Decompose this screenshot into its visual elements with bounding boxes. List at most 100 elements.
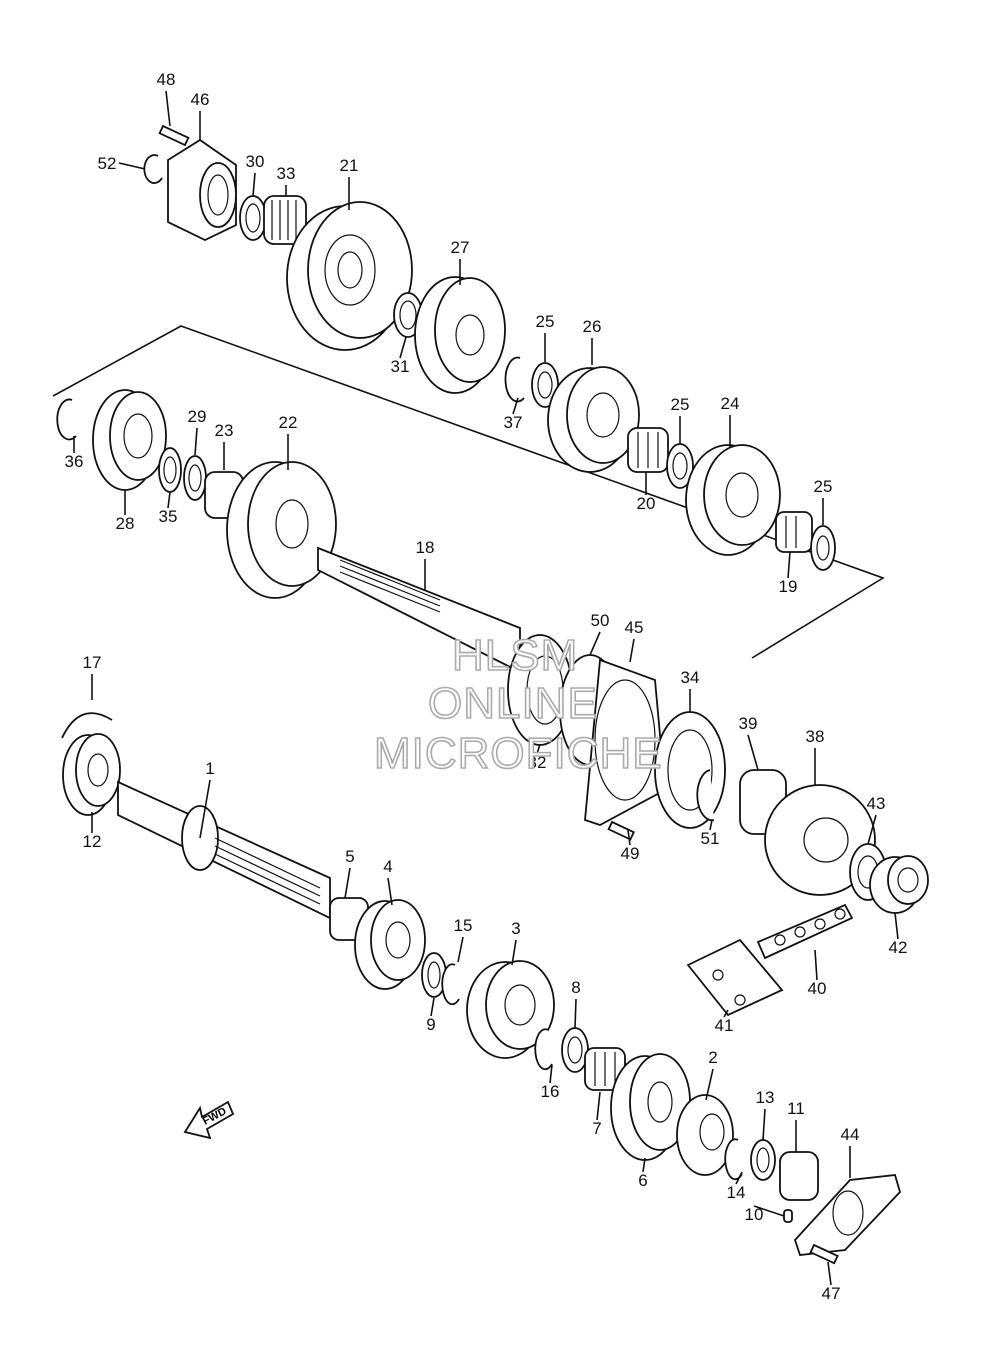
part-47-bolt[interactable] bbox=[809, 1243, 839, 1265]
part-14-circlip[interactable] bbox=[724, 1138, 743, 1181]
leader-47 bbox=[827, 1261, 832, 1286]
part-19-needle-bearing[interactable] bbox=[775, 511, 813, 553]
callout-10: 10 bbox=[745, 1205, 764, 1224]
callout-14: 14 bbox=[727, 1183, 746, 1202]
callout-34: 34 bbox=[681, 668, 700, 687]
callout-leader-lines bbox=[73, 90, 899, 1286]
callout-33: 33 bbox=[277, 164, 296, 183]
callout-1: 1 bbox=[205, 759, 214, 778]
part-1-driveshaft[interactable] bbox=[117, 780, 331, 920]
part-35-washer[interactable] bbox=[158, 447, 182, 493]
part-38-sprocket[interactable] bbox=[764, 784, 876, 896]
part-30-washer[interactable] bbox=[239, 195, 267, 241]
leader-43 bbox=[867, 814, 877, 845]
callout-19: 19 bbox=[779, 577, 798, 596]
part-20-needle-bearing[interactable] bbox=[627, 427, 669, 473]
callout-52: 52 bbox=[98, 154, 117, 173]
part-12-bearing[interactable] bbox=[62, 733, 121, 816]
part-10-pin[interactable] bbox=[783, 1209, 793, 1223]
leader-1 bbox=[199, 779, 211, 839]
part-27-gear[interactable] bbox=[414, 276, 506, 394]
callout-42: 42 bbox=[889, 938, 908, 957]
callout-18: 18 bbox=[416, 538, 435, 557]
part-26-gear[interactable] bbox=[547, 366, 640, 473]
part-36-circlip[interactable] bbox=[56, 398, 77, 441]
callout-39: 39 bbox=[739, 714, 758, 733]
callout-5: 5 bbox=[345, 847, 354, 866]
part-34-seal[interactable] bbox=[654, 711, 726, 829]
callout-35: 35 bbox=[159, 507, 178, 526]
callout-15: 15 bbox=[454, 916, 473, 935]
callout-16: 16 bbox=[541, 1082, 560, 1101]
part-42-nut[interactable] bbox=[869, 855, 929, 914]
part-15-circlip[interactable] bbox=[441, 963, 460, 1006]
part-49-screw[interactable] bbox=[607, 820, 635, 841]
part-25-washer-c[interactable] bbox=[810, 525, 836, 571]
leader-51 bbox=[709, 819, 713, 831]
part-29-washer[interactable] bbox=[183, 455, 207, 501]
callout-49: 49 bbox=[621, 844, 640, 863]
part-28-gear[interactable] bbox=[92, 389, 167, 491]
callout-31: 31 bbox=[391, 357, 410, 376]
part-24-gear[interactable] bbox=[685, 444, 781, 556]
part-22-gear[interactable] bbox=[226, 461, 337, 599]
part-16-circlip[interactable] bbox=[534, 1028, 553, 1071]
callout-29: 29 bbox=[188, 407, 207, 426]
watermark-line-3: MICROFICHE bbox=[374, 729, 663, 778]
part-13-washer[interactable] bbox=[750, 1139, 776, 1181]
part-9-washer[interactable] bbox=[421, 952, 447, 998]
part-40-chain[interactable] bbox=[756, 903, 854, 960]
callout-36: 36 bbox=[65, 452, 84, 471]
leader-10 bbox=[753, 1205, 785, 1217]
group-frame bbox=[52, 325, 885, 659]
part-3-gear[interactable] bbox=[466, 960, 555, 1059]
part-37-circlip[interactable] bbox=[504, 356, 525, 403]
leader-2 bbox=[705, 1068, 714, 1101]
callout-48: 48 bbox=[157, 70, 176, 89]
part-45-housing[interactable] bbox=[584, 658, 666, 826]
part-46-housing[interactable] bbox=[167, 138, 237, 242]
leader-40 bbox=[814, 949, 818, 981]
part-52-circlip[interactable] bbox=[143, 154, 163, 184]
callout-40: 40 bbox=[808, 979, 827, 998]
fwd-arrow-icon bbox=[183, 1100, 235, 1140]
callout-2: 2 bbox=[708, 1048, 717, 1067]
callout-20: 20 bbox=[637, 494, 656, 513]
part-33-needle-bearing[interactable] bbox=[263, 195, 307, 245]
leader-52 bbox=[118, 162, 146, 170]
callout-25: 25 bbox=[814, 477, 833, 496]
leader-14 bbox=[735, 1171, 743, 1185]
leader-13 bbox=[762, 1108, 766, 1141]
leader-39 bbox=[747, 734, 759, 771]
leader-48 bbox=[165, 90, 171, 127]
callout-41: 41 bbox=[715, 1016, 734, 1035]
part-6-gear[interactable] bbox=[610, 1053, 691, 1161]
part-4-gear[interactable] bbox=[354, 899, 426, 990]
leader-5 bbox=[344, 867, 351, 899]
leader-4 bbox=[387, 877, 393, 906]
part-7-needle-bearing[interactable] bbox=[584, 1047, 626, 1091]
callout-17: 17 bbox=[83, 653, 102, 672]
callout-45: 45 bbox=[625, 618, 644, 637]
part-21-gear[interactable] bbox=[286, 201, 413, 351]
leader-19 bbox=[787, 551, 791, 579]
part-48-bolt[interactable] bbox=[158, 124, 190, 147]
callout-13: 13 bbox=[756, 1088, 775, 1107]
watermark-line-2: ONLINE bbox=[428, 679, 598, 728]
leader-15 bbox=[457, 936, 464, 963]
part-2-gear[interactable] bbox=[676, 1094, 734, 1176]
part-17-circlip[interactable] bbox=[61, 712, 113, 739]
callout-47: 47 bbox=[822, 1284, 841, 1303]
leader-49 bbox=[627, 829, 631, 846]
part-11-bearing[interactable] bbox=[779, 1151, 819, 1201]
watermark-line-1: HLSM bbox=[452, 631, 578, 680]
callout-44: 44 bbox=[841, 1125, 860, 1144]
part-51-ring[interactable] bbox=[696, 769, 715, 822]
part-41-chain-joint[interactable] bbox=[686, 938, 784, 1017]
callout-22: 22 bbox=[279, 413, 298, 432]
callout-37: 37 bbox=[504, 413, 523, 432]
callout-25: 25 bbox=[536, 312, 555, 331]
leader-50 bbox=[589, 631, 601, 656]
part-44-retainer[interactable] bbox=[793, 1174, 902, 1256]
